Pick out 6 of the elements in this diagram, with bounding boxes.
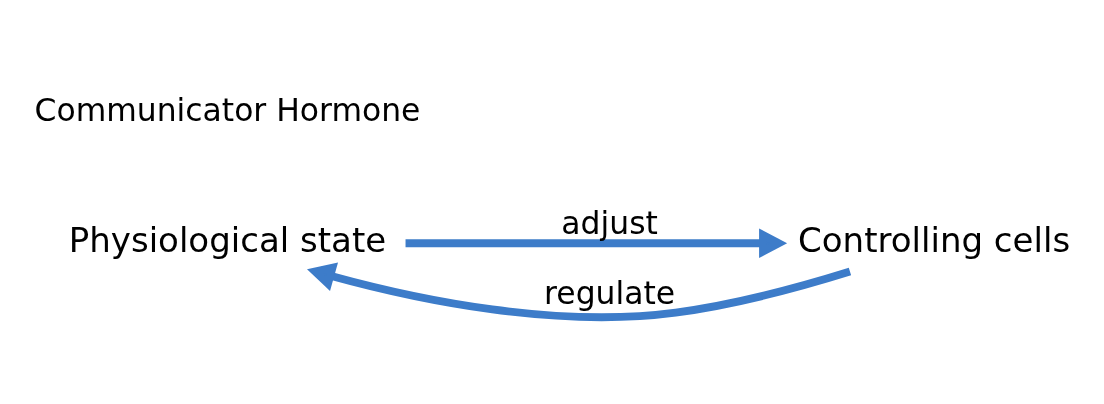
edge-label: adjust (561, 205, 658, 242)
node-text: Controlling cells (798, 219, 1071, 260)
label: Communicator Hormone (34, 91, 421, 128)
edge-label: regulate (544, 274, 676, 311)
arrow (307, 262, 852, 321)
node-text: Physiological state (68, 219, 387, 260)
